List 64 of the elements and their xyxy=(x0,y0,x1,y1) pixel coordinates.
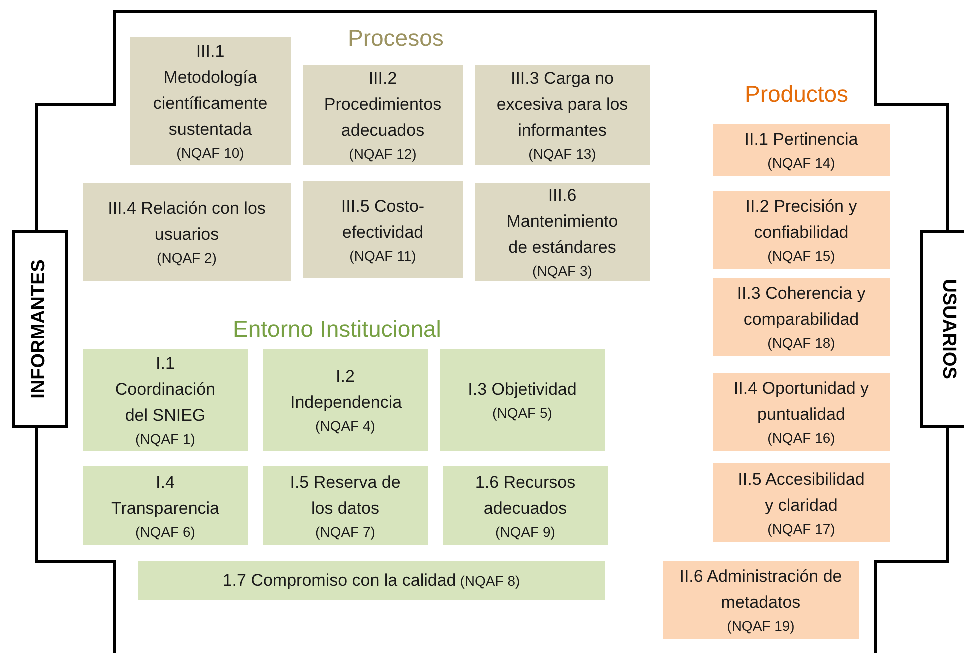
reference-code: (NQAF 1) xyxy=(136,430,196,449)
actor-box xyxy=(920,230,964,428)
dimension-title: II.5 Accesibilidad y claridad xyxy=(737,468,866,516)
dimension-box xyxy=(475,183,650,281)
dimension-box xyxy=(303,181,463,278)
dimension-title: III.3 Carga no excesiva para los informantes xyxy=(496,68,630,142)
dimension-title: II.4 Oportunidad y puntualidad xyxy=(732,378,870,426)
dimension-box xyxy=(713,373,890,451)
reference-code: (NQAF 13) xyxy=(528,145,596,164)
dimension-title: III.4 Relación con los usuarios xyxy=(107,198,267,246)
actor-label: INFORMANTES xyxy=(28,259,51,399)
dimension-box xyxy=(263,466,428,545)
dimension-box xyxy=(83,349,248,451)
reference-code: (NQAF 2) xyxy=(157,249,217,268)
dimension-box xyxy=(303,65,463,165)
reference-code: (NQAF 8) xyxy=(460,572,520,590)
dimension-title: II.6 Administración de metadatos xyxy=(678,566,844,614)
dimension-title: II.3 Coherencia y comparabilidad xyxy=(736,283,867,331)
dimension-title: III.5 Costo-efectividad xyxy=(340,196,426,244)
reference-code: (NQAF 4) xyxy=(316,417,376,436)
reference-code: (NQAF 14) xyxy=(768,154,836,173)
dimension-title: I.3 Objetividad xyxy=(468,379,577,401)
reference-code: (NQAF 15) xyxy=(768,247,836,266)
dimension-box xyxy=(663,561,859,639)
section-heading: Procesos xyxy=(348,24,444,53)
dimension-box xyxy=(475,65,650,165)
reference-code: (NQAF 16) xyxy=(768,429,836,448)
dimension-box xyxy=(83,466,248,545)
reference-code: (NQAF 6) xyxy=(136,522,196,542)
reference-code: (NQAF 11) xyxy=(350,246,416,266)
dimension-box xyxy=(138,561,605,600)
reference-code: (NQAF 5) xyxy=(492,404,552,423)
dimension-box xyxy=(130,37,291,165)
dimension-title: I.1 Coordinación del SNIEG xyxy=(114,353,217,427)
dimension-box xyxy=(713,124,890,176)
actor-label: USUARIOS xyxy=(937,278,960,380)
reference-code: (NQAF 7) xyxy=(316,522,376,542)
dimension-title: 1.7 Compromiso con la calidad xyxy=(222,570,456,592)
reference-code: (NQAF 19) xyxy=(727,617,795,636)
dimension-box xyxy=(83,183,291,281)
dimension-box xyxy=(443,466,608,545)
reference-code: (NQAF 3) xyxy=(532,262,592,281)
dimension-title: III.1 Metodología científicamente sustentada xyxy=(152,41,269,141)
dimension-box xyxy=(713,278,890,356)
dimension-title: III.6 Mantenimiento de estándares xyxy=(506,185,620,259)
dimension-title: II.2 Precisión y confiabilidad xyxy=(744,196,858,244)
dimension-box xyxy=(713,191,890,269)
actor-box xyxy=(12,230,68,428)
dimension-box xyxy=(713,463,890,542)
reference-code: (NQAF 17) xyxy=(768,520,836,538)
section-heading: Entorno Institucional xyxy=(233,315,442,344)
dimension-box xyxy=(263,349,428,451)
dimension-title: I.2 Independencia xyxy=(290,366,400,414)
dimension-title: III.2 Procedimientos adecuados xyxy=(323,68,443,142)
reference-code: (NQAF 12) xyxy=(349,145,417,164)
reference-code: (NQAF 9) xyxy=(496,522,556,542)
section-heading: Productos xyxy=(745,80,849,109)
reference-code: (NQAF 10) xyxy=(176,144,244,163)
dimension-title: 1.6 Recursos adecuados xyxy=(474,472,577,520)
reference-code: (NQAF 18) xyxy=(768,334,836,353)
dimension-title: I.5 Reserva de los datos xyxy=(289,472,402,520)
dimension-box xyxy=(440,349,605,451)
dimension-title: II.1 Pertinencia xyxy=(744,129,858,151)
dimension-title: I.4 Transparencia xyxy=(110,472,221,520)
